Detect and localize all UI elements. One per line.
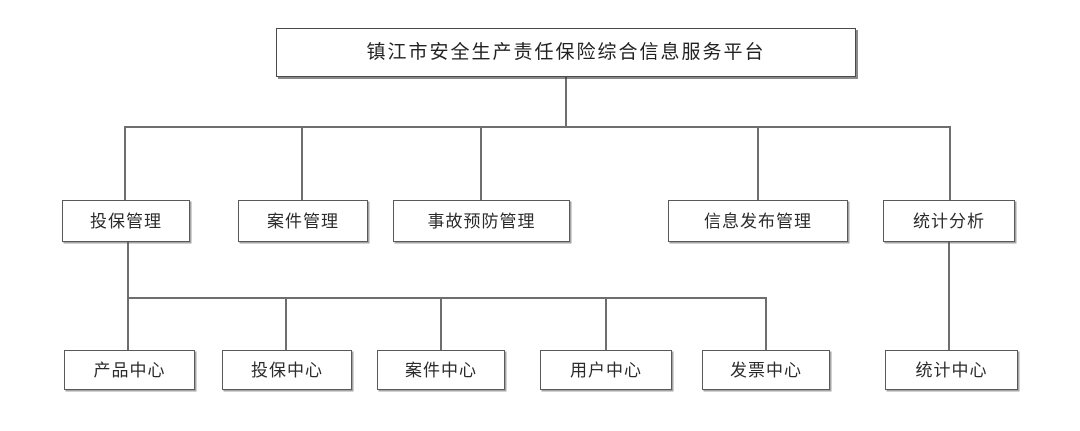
connector-statistical-analysis-trunk bbox=[948, 242, 950, 350]
node-case-mgmt[interactable]: 案件管理 bbox=[238, 200, 368, 242]
node-statistics-center[interactable]: 统计中心 bbox=[885, 350, 1018, 390]
connector-insurance-mgmt-trunk bbox=[127, 242, 129, 298]
connector-drop-insurance-center bbox=[285, 297, 287, 350]
node-case-center[interactable]: 案件中心 bbox=[377, 350, 505, 390]
connector-drop-info-release-mgmt bbox=[757, 126, 759, 200]
node-label-invoice-center: 发票中心 bbox=[730, 360, 802, 380]
connector-root-trunk bbox=[565, 77, 567, 127]
connector-drop-insurance-mgmt bbox=[124, 126, 126, 200]
node-label-statistics-center: 统计中心 bbox=[915, 360, 988, 380]
node-label-product-center: 产品中心 bbox=[93, 360, 166, 380]
node-label-insurance-center: 投保中心 bbox=[251, 360, 323, 380]
connector-level2-bus bbox=[124, 126, 951, 128]
node-statistical-analysis[interactable]: 统计分析 bbox=[883, 200, 1015, 242]
connector-level3-bus bbox=[127, 297, 766, 299]
node-insurance-center[interactable]: 投保中心 bbox=[222, 350, 352, 390]
connector-drop-case-mgmt bbox=[301, 126, 303, 200]
node-label-statistical-analysis: 统计分析 bbox=[913, 211, 985, 231]
node-label-case-mgmt: 案件管理 bbox=[267, 211, 339, 231]
connector-drop-statistical-analysis bbox=[949, 126, 951, 200]
node-insurance-mgmt[interactable]: 投保管理 bbox=[62, 200, 190, 242]
connector-drop-user-center bbox=[605, 297, 607, 350]
connector-drop-invoice-center bbox=[765, 297, 767, 350]
node-info-release-mgmt[interactable]: 信息发布管理 bbox=[668, 200, 848, 242]
node-label-info-release-mgmt: 信息发布管理 bbox=[704, 211, 812, 231]
node-label-platform-root: 镇江市安全生产责任保险综合信息服务平台 bbox=[366, 42, 766, 63]
connector-drop-product-center bbox=[127, 297, 129, 350]
node-label-case-center: 案件中心 bbox=[405, 360, 477, 380]
node-label-insurance-mgmt: 投保管理 bbox=[90, 211, 162, 231]
node-label-user-center: 用户中心 bbox=[570, 360, 642, 380]
node-accident-prevention-mgmt[interactable]: 事故预防管理 bbox=[393, 200, 570, 242]
node-user-center[interactable]: 用户中心 bbox=[540, 350, 672, 390]
node-platform-root[interactable]: 镇江市安全生产责任保险综合信息服务平台 bbox=[276, 28, 856, 77]
connector-drop-accident-prevention-mgmt bbox=[480, 126, 482, 200]
node-label-accident-prevention-mgmt: 事故预防管理 bbox=[427, 211, 536, 231]
connector-drop-case-center bbox=[440, 297, 442, 350]
node-invoice-center[interactable]: 发票中心 bbox=[702, 350, 830, 390]
node-product-center[interactable]: 产品中心 bbox=[64, 350, 195, 390]
